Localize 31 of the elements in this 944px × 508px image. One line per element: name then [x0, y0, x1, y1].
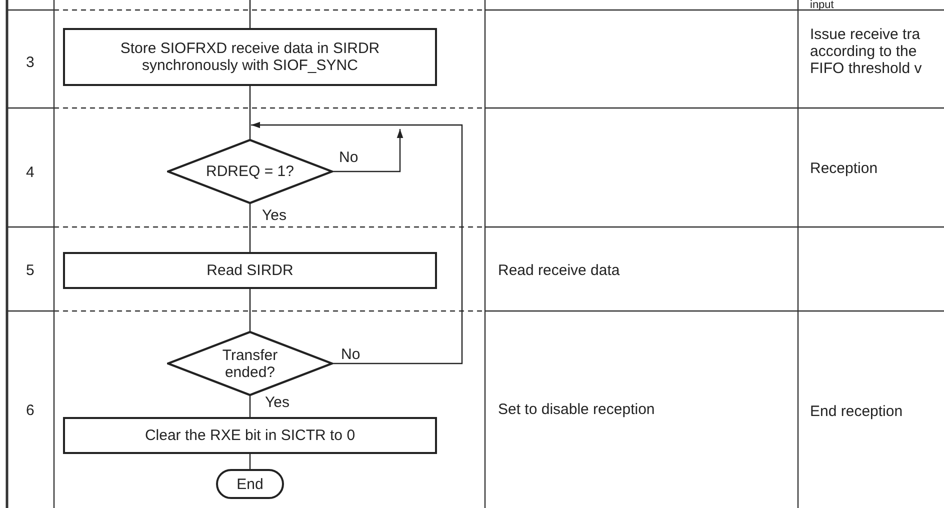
- row-number: 6: [26, 402, 34, 419]
- process-box: [63, 252, 437, 289]
- connector-line: [249, 396, 251, 417]
- edge-label: No: [338, 150, 360, 165]
- connector-line: [249, 204, 251, 252]
- step-text: Read SIRDR: [206, 262, 294, 279]
- table-text: Read receive data: [498, 262, 620, 279]
- step-text: Store SIOFRXD receive data in SIRDR synchronously with SIOF_SYNC: [119, 40, 381, 74]
- arrow: [251, 122, 463, 364]
- edge-label: Yes: [261, 208, 288, 223]
- process-box: [63, 417, 437, 454]
- step-text: Transfer ended?: [221, 346, 279, 380]
- table-text: Reception: [810, 160, 878, 177]
- connector-line: [249, 454, 251, 469]
- step-text: RDREQ = 1?: [206, 163, 294, 180]
- row-number: 5: [26, 262, 34, 279]
- row-number: 3: [26, 54, 34, 71]
- arrow: [333, 129, 404, 172]
- connector-line: [249, 86, 251, 139]
- table-text: input: [810, 0, 834, 10]
- edge-label: No: [340, 347, 362, 362]
- table-text: Set to disable reception: [498, 401, 655, 418]
- step-text: End: [236, 476, 264, 492]
- table-text: End reception: [810, 403, 903, 420]
- connector-line: [249, 0, 251, 28]
- step-text: Clear the RXE bit in SICTR to 0: [144, 427, 356, 444]
- edge-label: Yes: [264, 395, 290, 410]
- connector-line: [249, 289, 251, 331]
- row-number: 4: [26, 164, 34, 181]
- process-box: [63, 28, 437, 86]
- table-text: Issue receive tra according to the FIFO threshold v: [810, 26, 923, 77]
